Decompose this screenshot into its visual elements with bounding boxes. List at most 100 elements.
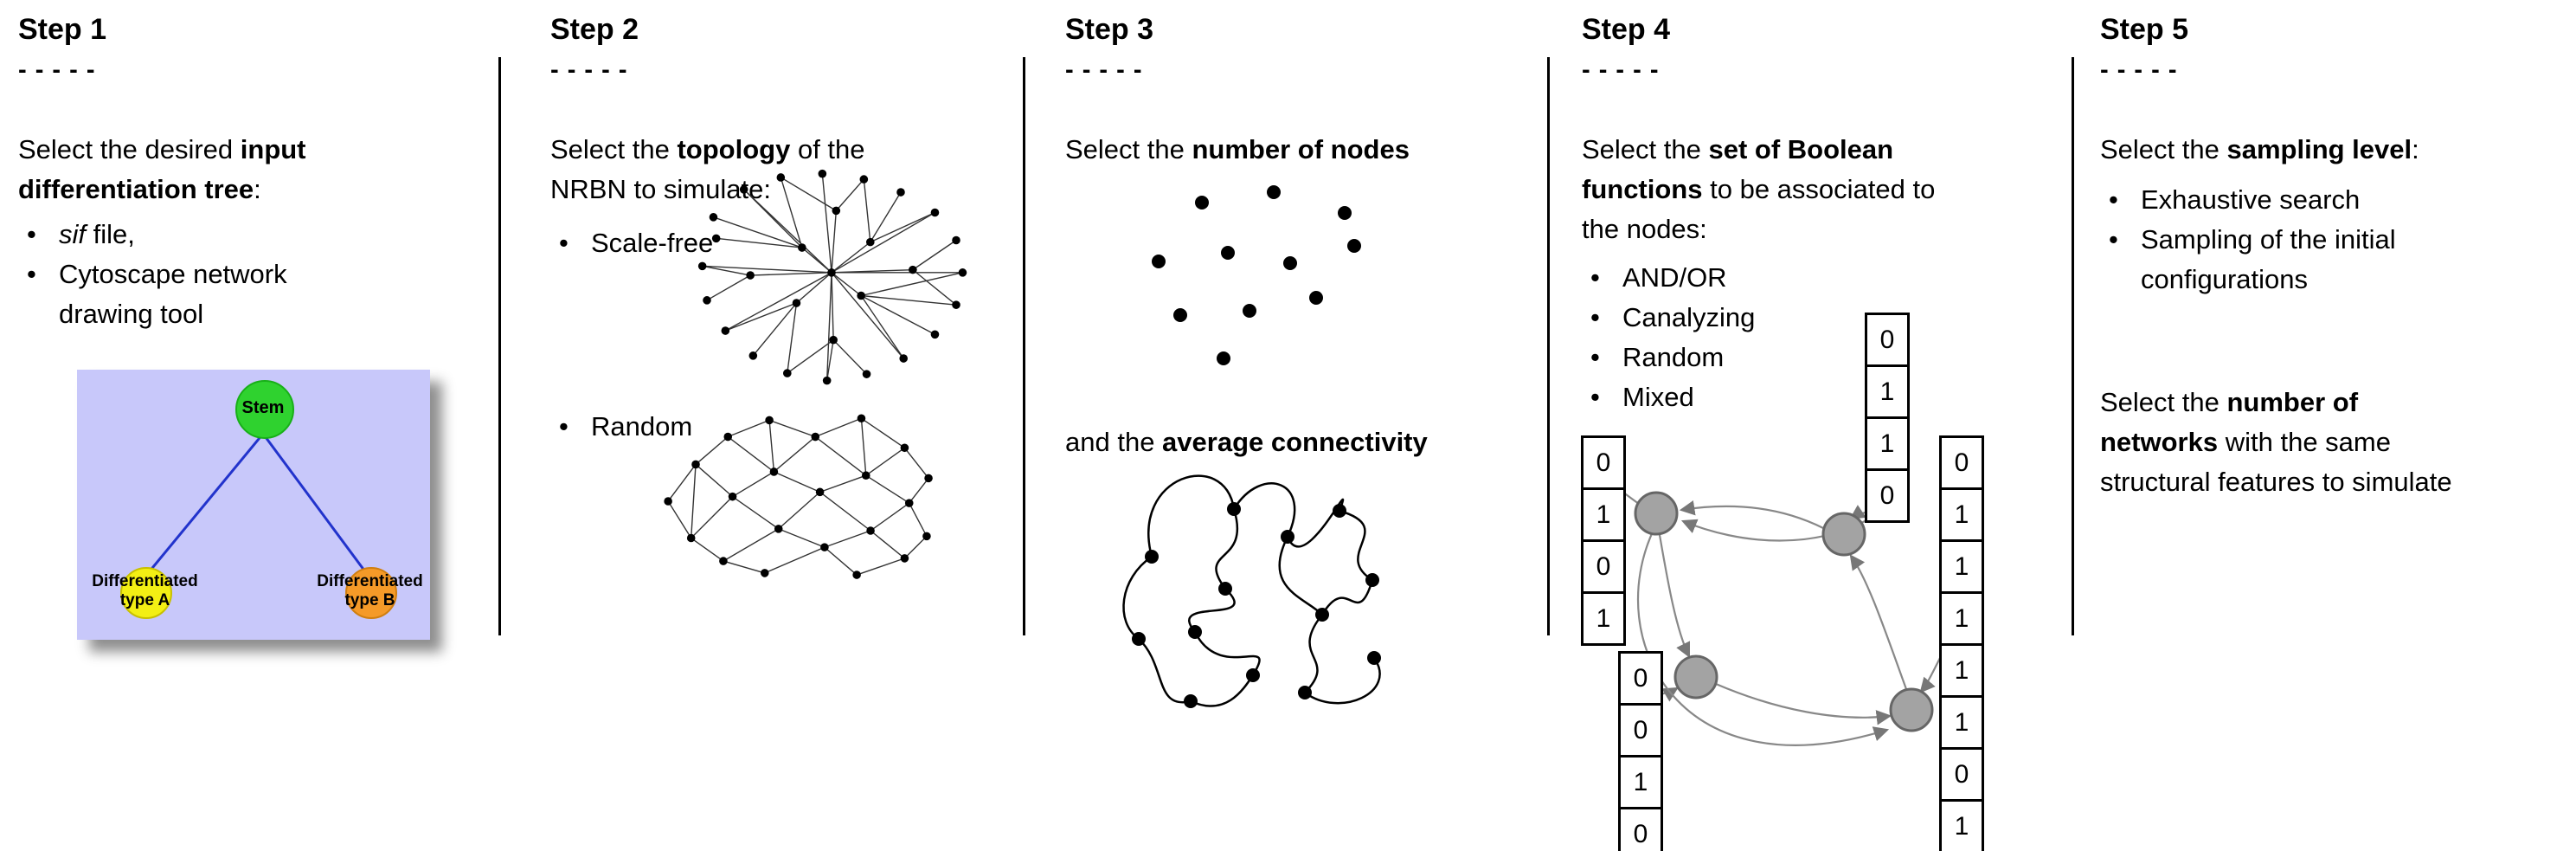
text-segment: Select the bbox=[2100, 387, 2227, 417]
text-segment: type B bbox=[344, 591, 395, 609]
table-cell: 0 bbox=[1939, 747, 1984, 802]
bullet-mixed: Mixed bbox=[1582, 377, 2066, 417]
bullet-random-fn: Random bbox=[1582, 338, 2066, 377]
table-cell: 1 bbox=[1865, 364, 1910, 419]
type-b-node-circle bbox=[345, 567, 397, 619]
text-segment-bold: number of nodes bbox=[1192, 134, 1410, 164]
step-1-title: Step 1 bbox=[18, 13, 107, 46]
column-separator-3 bbox=[1547, 57, 1550, 635]
text-segment-bold: differentiation tree bbox=[18, 174, 254, 204]
text-segment: Cytoscape network bbox=[59, 259, 287, 289]
step-2-bullet-list: Scale-free Random bbox=[550, 223, 1022, 447]
boolean-network-graphic bbox=[1622, 491, 1941, 746]
column-separator-4 bbox=[2072, 57, 2074, 635]
tree-edges-graphic bbox=[143, 433, 371, 578]
text-segment-bold: input bbox=[240, 134, 306, 164]
table-cell: 0 bbox=[1865, 313, 1910, 367]
step-1-bullet-list: sif file, Cytoscape network drawing tool bbox=[18, 215, 498, 334]
column-separator-2 bbox=[1023, 57, 1025, 635]
text-segment: Differentiated bbox=[92, 572, 198, 590]
text-segment-bold: networks bbox=[2100, 427, 2219, 457]
text-segment: of the bbox=[790, 134, 865, 164]
text-segment: drawing tool bbox=[59, 299, 204, 329]
stem-node-label: Stem bbox=[241, 398, 285, 417]
random-network-graphic bbox=[664, 414, 933, 579]
text-segment: : bbox=[254, 174, 261, 204]
table-cell: 0 bbox=[1939, 435, 1984, 490]
table-cell: 1 bbox=[1618, 755, 1663, 809]
text-segment: NRBN to simulate: bbox=[550, 174, 771, 204]
text-segment-bold: functions bbox=[1582, 174, 1703, 204]
text-segment-bold: average connectivity bbox=[1162, 427, 1428, 457]
text-segment-bold: topology bbox=[677, 134, 791, 164]
step-5-title: Step 5 bbox=[2100, 13, 2189, 46]
text-segment: Select the bbox=[550, 134, 678, 164]
bullet-sif-file: sif file, bbox=[18, 215, 498, 255]
step-4-bullet-list: AND/OR Canalyzing Random Mixed bbox=[1582, 258, 2066, 417]
table-cell: 1 bbox=[1939, 487, 1984, 542]
table-cell: 1 bbox=[1939, 695, 1984, 750]
type-a-node-circle bbox=[120, 567, 172, 619]
step-5-bullet-list: Exhaustive search Sampling of the initia… bbox=[2100, 180, 2574, 300]
step-3-dashes: - - - - - bbox=[1065, 56, 1143, 84]
bullet-and-or: AND/OR bbox=[1582, 258, 2066, 298]
stem-node-circle bbox=[235, 380, 294, 439]
step-1-intro: Select the desired input differentiation … bbox=[18, 130, 498, 210]
step-4-title: Step 4 bbox=[1582, 13, 1671, 46]
nodes-dots-graphic bbox=[1152, 185, 1361, 365]
step-3-column: Step 3 - - - - - Select the number of no… bbox=[1065, 0, 1545, 851]
text-segment: Select the bbox=[2100, 134, 2227, 164]
table-cell: 1 bbox=[1939, 643, 1984, 698]
text-segment: Select the bbox=[1582, 134, 1709, 164]
step-3-title: Step 3 bbox=[1065, 13, 1154, 46]
connectivity-tangle-graphic bbox=[1122, 474, 1381, 708]
text-segment-italic: sif bbox=[59, 219, 86, 249]
table-cell: 0 bbox=[1581, 539, 1626, 594]
bullet-random: Random bbox=[550, 407, 1022, 447]
step-5-dashes: - - - - - bbox=[2100, 56, 2178, 84]
table-cell: 0 bbox=[1865, 468, 1910, 523]
step-1-column: Step 1 - - - - - Select the desired inpu… bbox=[18, 0, 498, 851]
table-cell: 1 bbox=[1939, 539, 1984, 594]
table-cell: 0 bbox=[1581, 435, 1626, 490]
text-segment: file, bbox=[86, 219, 135, 249]
text-segment: structural features to simulate bbox=[2100, 467, 2452, 497]
step-5-sampling-line: Select the sampling level: bbox=[2100, 130, 2574, 170]
text-segment-bold: set of Boolean bbox=[1708, 134, 1894, 164]
step-2-dashes: - - - - - bbox=[550, 56, 628, 84]
column-separator-1 bbox=[498, 57, 501, 635]
step-2-column: Step 2 - - - - - Select the topology of … bbox=[550, 0, 1022, 851]
step-4-dashes: - - - - - bbox=[1582, 56, 1660, 84]
text-segment: to be associated to bbox=[1702, 174, 1936, 204]
table-cell: 0 bbox=[1618, 703, 1663, 758]
text-segment: with the same bbox=[2218, 427, 2391, 457]
step-3-nodes-line: Select the number of nodes bbox=[1065, 130, 1545, 170]
text-segment: the nodes: bbox=[1582, 214, 1707, 244]
bullet-sampling-initial: Sampling of the initial configurations bbox=[2100, 220, 2574, 300]
table-cell: 1 bbox=[1939, 591, 1984, 646]
table-cell: 0 bbox=[1618, 807, 1663, 851]
step-2-title: Step 2 bbox=[550, 13, 639, 46]
table-cell: 1 bbox=[1581, 591, 1626, 646]
table-cell: 1 bbox=[1865, 416, 1910, 471]
bullet-exhaustive-search: Exhaustive search bbox=[2100, 180, 2574, 220]
scale-free-network-graphic bbox=[697, 169, 967, 385]
text-segment: Select the desired bbox=[18, 134, 241, 164]
text-segment: type A bbox=[119, 591, 170, 609]
table-cell: 1 bbox=[1939, 799, 1984, 851]
step-4-column: Step 4 - - - - - Select the set of Boole… bbox=[1581, 0, 2066, 851]
table-cell: 0 bbox=[1618, 651, 1663, 706]
boolean-table-left: 0 1 0 1 bbox=[1581, 435, 1626, 646]
text-segment: configurations bbox=[2141, 264, 2309, 294]
text-segment-bold: number of bbox=[2226, 387, 2359, 417]
boolean-table-bottom-left: 0 0 1 0 bbox=[1618, 651, 1663, 851]
text-segment: Sampling of the initial bbox=[2141, 224, 2396, 255]
text-segment: Select the bbox=[1065, 134, 1192, 164]
text-segment: and the bbox=[1065, 427, 1163, 457]
